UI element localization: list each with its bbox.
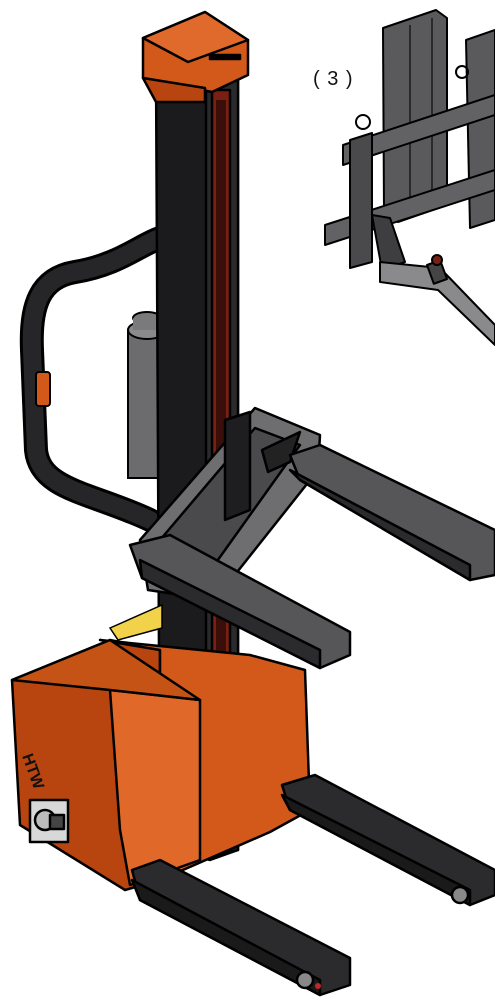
drive-unit [10,638,312,892]
load-wheel-left [295,970,315,990]
attachment-strut [371,214,406,271]
carriage-attachment-detail [324,9,495,346]
upper-fork-right [288,443,495,582]
base-legs [130,773,495,997]
base-leg-left [130,858,352,997]
detail-callout-label: ( 3 ) [313,68,354,90]
handle-grip-switch [35,371,51,407]
lifting-ring-left [355,114,371,130]
warning-label [108,603,163,641]
load-wheel-right [450,885,470,905]
mast-top-cap [141,10,250,104]
attachment-upper-bar [342,94,495,166]
upper-forks [128,443,495,670]
carriage-cutout [260,430,302,474]
attachment-side-bracket [349,132,373,269]
lifting-ring-right [455,65,469,79]
